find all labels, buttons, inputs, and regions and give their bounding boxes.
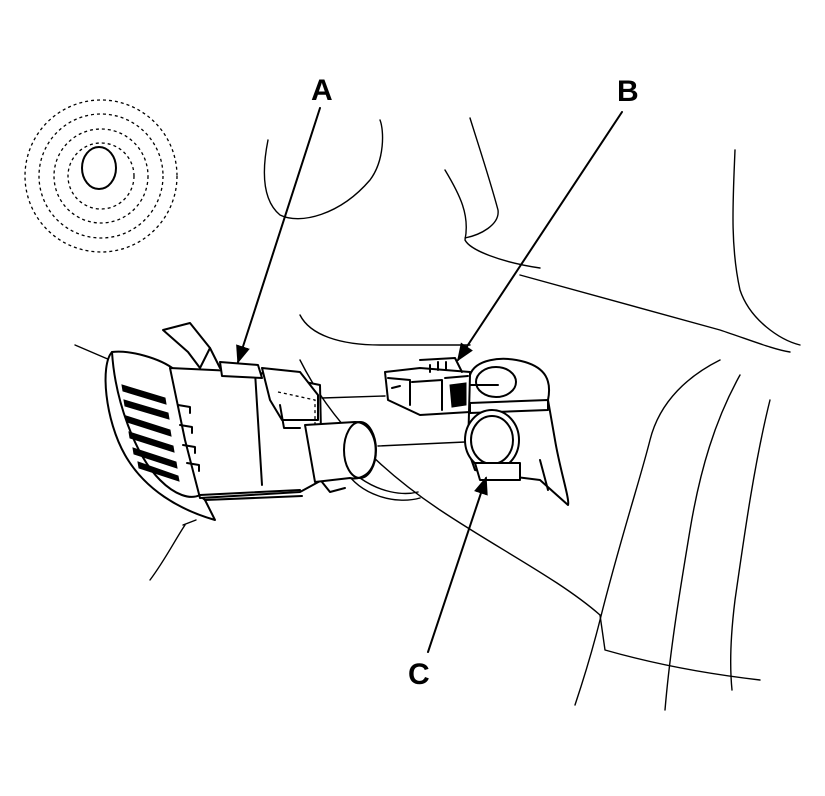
callout-label-c: C (408, 658, 430, 691)
speaker-grille-icon (24, 99, 178, 253)
vent-assembly-part-a (104, 322, 377, 521)
alignment-guide-lines (321, 395, 466, 447)
connector-part-b (384, 357, 471, 416)
callout-arrow-a (236, 107, 321, 364)
callout-arrow-b (457, 111, 623, 362)
bracket-part-c (464, 357, 570, 506)
dashboard-outline (74, 117, 801, 711)
callout-arrow-c (427, 476, 488, 653)
callout-label-b: B (617, 75, 639, 108)
callout-arrows (236, 107, 623, 653)
callout-label-a: A (311, 74, 333, 107)
